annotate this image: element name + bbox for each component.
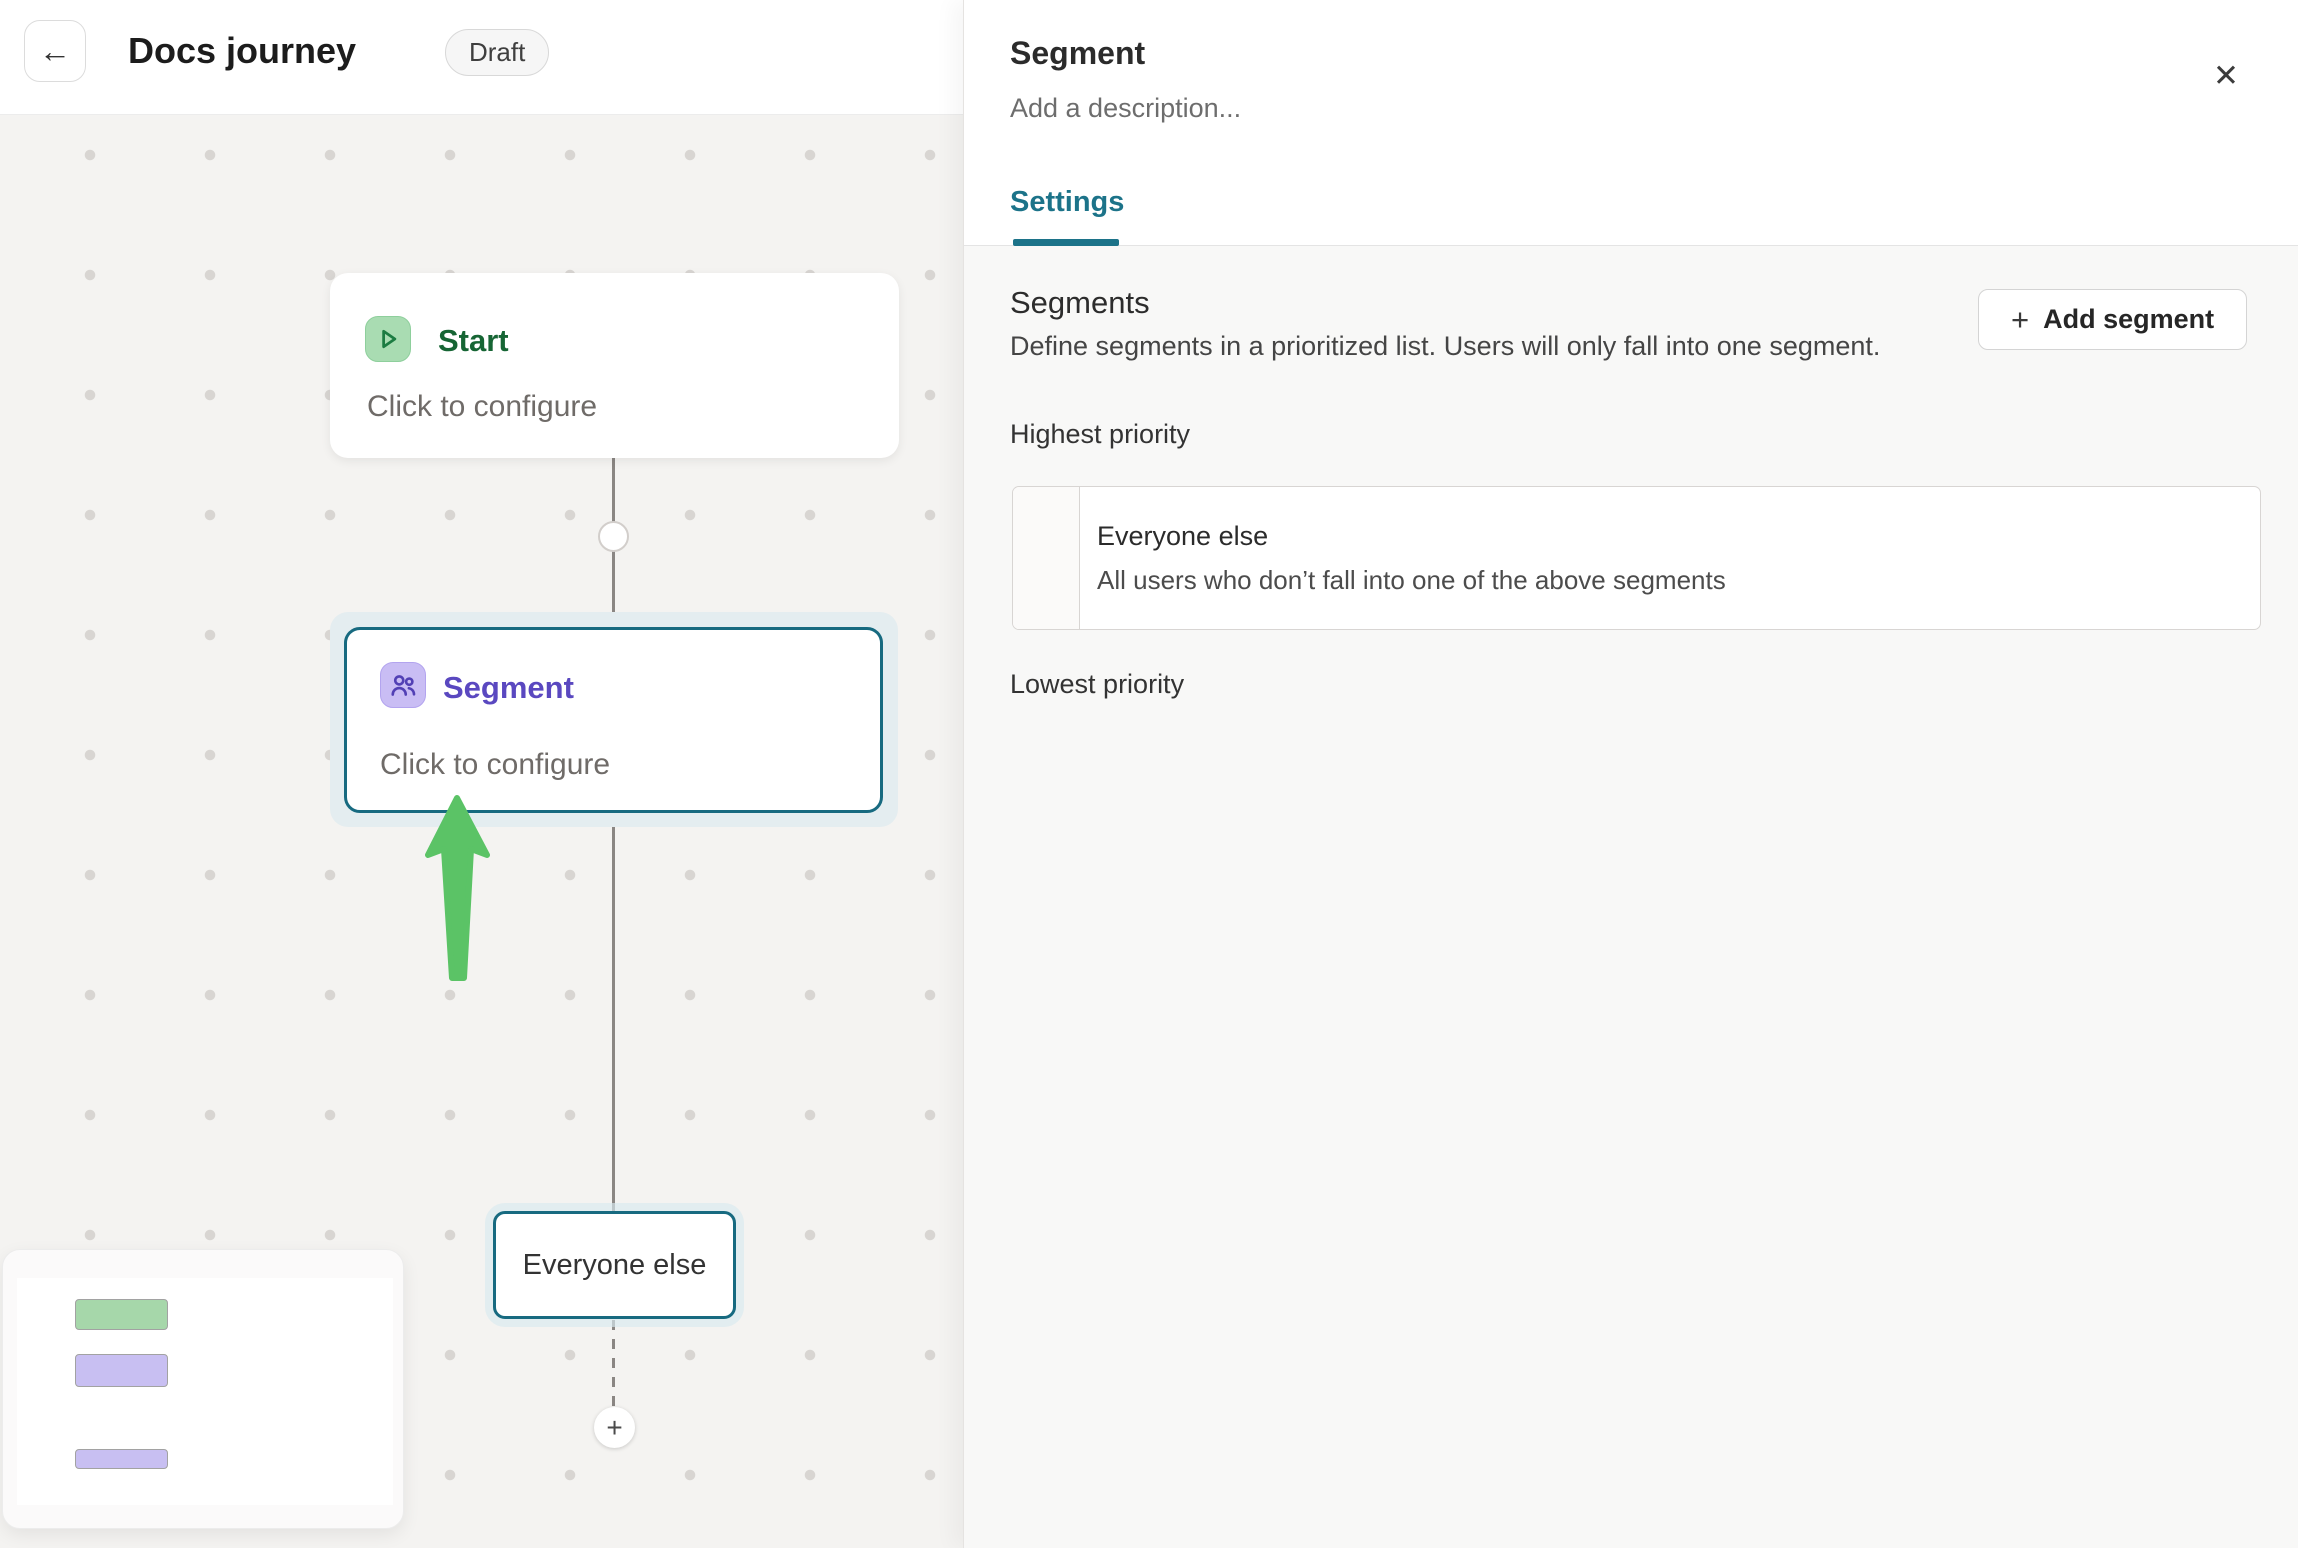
segments-section-description: Define segments in a prioritized list. U… bbox=[1010, 331, 1881, 361]
minimap[interactable] bbox=[2, 1249, 404, 1529]
description-placeholder[interactable]: Add a description... bbox=[1010, 93, 1242, 123]
minimap-viewport bbox=[17, 1278, 393, 1505]
segment-row-everyone-else[interactable]: Everyone else All users who don’t fall i… bbox=[1012, 486, 2261, 630]
everyone-else-node[interactable]: Everyone else bbox=[493, 1211, 736, 1319]
play-icon bbox=[365, 316, 411, 362]
segment-row-body: Everyone else All users who don’t fall i… bbox=[1080, 487, 1726, 629]
start-node[interactable]: Start Click to configure bbox=[330, 273, 899, 458]
connector-add-point[interactable] bbox=[598, 521, 629, 552]
active-tab-underline bbox=[1013, 239, 1119, 246]
panel-tabs-row: Settings bbox=[964, 0, 2298, 246]
segment-row-subtitle: All users who don’t fall into one of the… bbox=[1097, 565, 1726, 595]
back-button[interactable]: ← bbox=[24, 20, 86, 82]
plus-icon: + bbox=[606, 1411, 623, 1443]
arrow-left-icon: ← bbox=[39, 32, 71, 69]
connector-dashed bbox=[612, 1320, 615, 1406]
plus-icon: + bbox=[2011, 301, 2030, 337]
add-segment-button[interactable]: + Add segment bbox=[1978, 289, 2248, 350]
connector-start-to-circle bbox=[612, 458, 615, 523]
add-segment-button-label: Add segment bbox=[2043, 304, 2215, 334]
segment-node-subtitle: Click to configure bbox=[380, 748, 611, 781]
annotation-arrow-icon bbox=[425, 795, 490, 981]
settings-tab-content: Segments Define segments in a prioritize… bbox=[964, 246, 2298, 1548]
drag-handle[interactable] bbox=[1013, 487, 1080, 629]
start-node-title: Start bbox=[438, 323, 509, 358]
journey-title: Docs journey bbox=[128, 30, 357, 71]
connector-segment-to-everyone bbox=[612, 550, 615, 1212]
people-icon bbox=[380, 662, 426, 708]
minimap-segment-node bbox=[75, 1354, 168, 1387]
start-node-subtitle: Click to configure bbox=[367, 390, 598, 423]
close-icon: ✕ bbox=[2213, 58, 2239, 93]
segments-section-heading: Segments bbox=[1010, 285, 1150, 320]
lowest-priority-label: Lowest priority bbox=[1010, 669, 1185, 699]
canvas-header: ← Docs journey Draft bbox=[0, 0, 963, 115]
segment-node-title: Segment bbox=[443, 670, 574, 705]
segment-settings-panel: Segment Add a description... ✕ Settings … bbox=[963, 0, 2298, 1548]
segment-node[interactable]: Segment Click to configure bbox=[344, 627, 883, 813]
minimap-start-node bbox=[75, 1299, 168, 1330]
add-step-button[interactable]: + bbox=[594, 1407, 635, 1448]
tab-settings[interactable]: Settings bbox=[1010, 186, 1125, 218]
segment-row-title: Everyone else bbox=[1097, 521, 1269, 551]
minimap-everyone-else-node bbox=[75, 1449, 168, 1469]
highest-priority-label: Highest priority bbox=[1010, 419, 1191, 449]
everyone-else-node-label: Everyone else bbox=[522, 1248, 707, 1281]
status-badge: Draft bbox=[445, 29, 550, 76]
panel-title: Segment bbox=[1010, 35, 1146, 71]
close-panel-button[interactable]: ✕ bbox=[2206, 56, 2246, 96]
